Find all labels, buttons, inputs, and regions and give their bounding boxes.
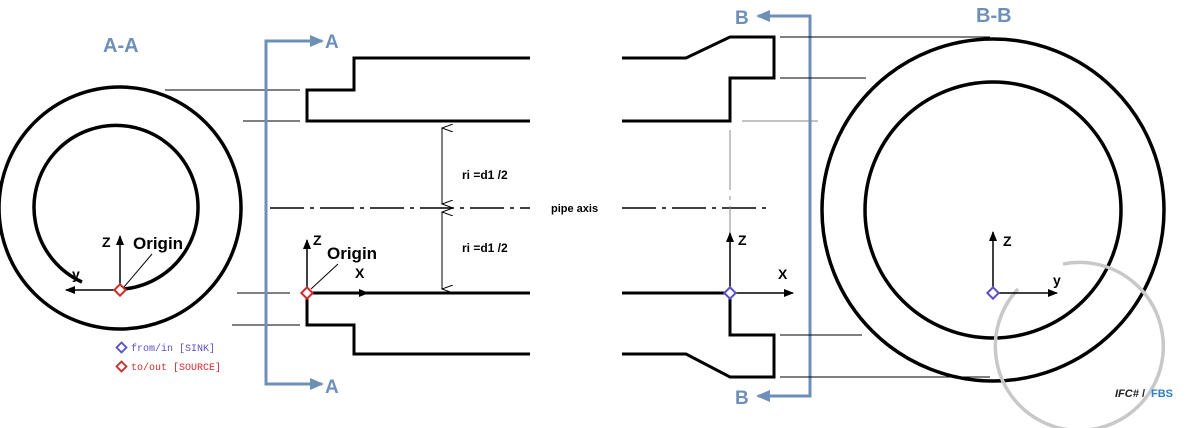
footer-fbs: FBS — [1151, 388, 1173, 400]
aa-inner-ring — [32, 123, 200, 291]
pipe-right-bottom-outline — [622, 291, 776, 379]
cut-b-bracket — [760, 14, 812, 398]
section-aa: A-A Z y Origin — [0, 35, 300, 331]
aa-origin-leader — [123, 253, 153, 288]
cut-a-top-label: A — [325, 32, 339, 53]
legend-source-label: to/out [SOURCE] — [131, 362, 221, 374]
mid-left-x-label: X — [355, 265, 365, 281]
mid-left-z-label: Z — [313, 232, 322, 248]
bb-sink-port-icon — [985, 285, 1001, 301]
aa-y-label: y — [72, 266, 80, 282]
upper-radius-label: ri =d1 /2 — [462, 168, 508, 182]
bb-y-label: y — [1053, 272, 1061, 288]
mid-right-z-label: Z — [738, 232, 747, 248]
legend: from/in [SINK] to/out [SOURCE] — [115, 341, 221, 374]
cut-b-bottom-label: B — [735, 388, 749, 409]
cut-a-bottom-label: A — [325, 377, 339, 398]
pipe-left-top-outline — [305, 56, 530, 123]
aa-source-port-icon — [112, 282, 128, 298]
cut-line-b: B B — [735, 8, 812, 409]
footer-ifc: IFC# — [1115, 388, 1140, 400]
lower-radius-label: ri =d1 /2 — [462, 241, 508, 255]
footer-branding: IFC# / FBS — [1115, 388, 1173, 400]
cut-a-bracket — [264, 39, 320, 386]
mid-sink-port-icon — [722, 285, 738, 301]
bb-z-label: Z — [1003, 233, 1012, 249]
bb-inner-grey-ring — [993, 260, 1166, 428]
bb-outer-circle — [820, 37, 1166, 383]
section-bb: B-B Z y — [742, 5, 1166, 428]
pipe-axis-label: pipe axis — [551, 203, 598, 215]
section-aa-title: A-A — [103, 35, 139, 57]
aa-origin-label: Origin — [133, 234, 183, 253]
cut-b-top-label: B — [735, 8, 749, 29]
section-bb-title: B-B — [976, 5, 1012, 27]
aa-outer-circle — [0, 85, 243, 331]
mid-origin-leader — [310, 263, 339, 290]
mid-right-x-label: X — [778, 266, 788, 282]
legend-sink-label: from/in [SINK] — [131, 343, 215, 355]
aa-z-label: Z — [102, 234, 111, 250]
pipe-left-bottom-outline — [305, 291, 530, 356]
pipe-longitudinal-section: pipe axis ri =d1 /2 ri =d1 /2 Z X Origin… — [270, 35, 794, 379]
mid-origin-label: Origin — [327, 244, 377, 263]
pipe-right-top-outline — [622, 35, 776, 123]
mid-source-port-icon — [299, 285, 315, 301]
bb-middle-circle — [863, 80, 1123, 340]
footer-separator: / — [1142, 388, 1145, 400]
cut-line-a: A A — [264, 32, 339, 398]
legend-source-icon — [115, 360, 128, 373]
legend-sink-icon — [115, 341, 128, 354]
